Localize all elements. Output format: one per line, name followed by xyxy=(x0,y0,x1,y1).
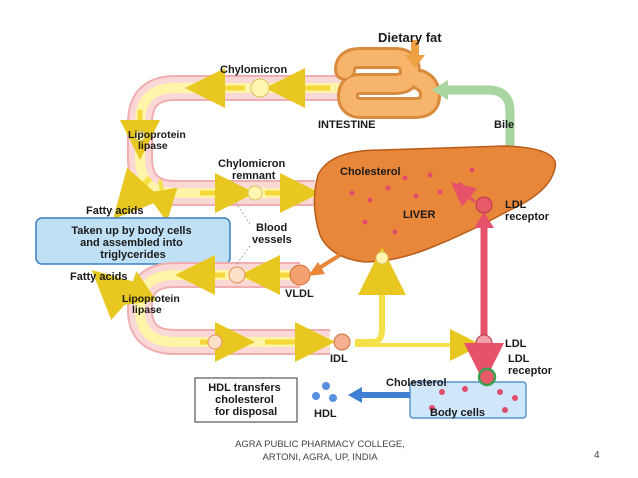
ldl-uptake-arrow xyxy=(451,182,478,207)
ldl-receptor-liver-label: LDL receptor xyxy=(505,199,550,223)
footer-college: AGRA PUBLIC PHARMACY COLLEGE, ARTONI, AG… xyxy=(232,438,408,464)
intestine xyxy=(334,47,442,119)
hdl-particle xyxy=(322,382,330,390)
vldl-particle xyxy=(289,264,311,286)
cholesterol-dot xyxy=(512,395,518,401)
fatty-acid-arrow xyxy=(91,269,144,320)
bile-arrow xyxy=(445,85,515,150)
idl-to-liver-arrow xyxy=(355,247,406,345)
cholesterol-dot xyxy=(402,175,408,181)
cholesterol-dot xyxy=(437,189,443,195)
chylomicron-remnant-particle xyxy=(247,185,263,201)
blood-vessels-leader xyxy=(235,202,251,225)
footer-line-1: AGRA PUBLIC PHARMACY COLLEGE, xyxy=(235,439,405,450)
ldl-particle xyxy=(475,334,493,352)
idl-particle xyxy=(375,251,389,265)
hdl-transfers-box xyxy=(194,377,298,423)
cholesterol-dot xyxy=(362,219,368,225)
cholesterol-dot xyxy=(469,167,475,173)
body-cells-label: Body cells xyxy=(430,407,485,419)
taken-up-label: Taken up by body cells and assembled int… xyxy=(71,225,194,261)
cholesterol-dot xyxy=(349,190,355,196)
cholesterol-dot xyxy=(427,172,433,178)
cholesterol-dot xyxy=(457,182,463,188)
cholesterol-cell-label: Cholesterol xyxy=(386,377,447,389)
fatty-acid-arrow xyxy=(145,179,178,222)
hdl-transfers-label: HDL transfers cholesterol for disposal xyxy=(208,382,284,418)
cholesterol-dot xyxy=(385,185,391,191)
hdl-label: HDL xyxy=(314,408,337,420)
cholesterol-dot xyxy=(502,407,508,413)
lipoprotein-lipase-bottom-label: Lipoprotein lipase xyxy=(122,293,183,316)
dietary-fat-label: Dietary fat xyxy=(378,30,442,45)
cholesterol-dot xyxy=(429,405,435,411)
vldl-secretion-arrow-head xyxy=(308,262,325,276)
bile-label: Bile xyxy=(494,119,514,131)
body-cells-box xyxy=(409,381,527,419)
bile-arrow-head xyxy=(432,80,448,100)
cholesterol-dot xyxy=(462,386,468,392)
cholesterol-dot xyxy=(367,197,373,203)
idl-particle xyxy=(333,333,351,351)
cholesterol-dot xyxy=(392,229,398,235)
cholesterol-liver-label: Cholesterol xyxy=(340,166,401,178)
hdl-particle xyxy=(312,392,320,400)
idl-label: IDL xyxy=(330,353,348,365)
ldl-label: LDL xyxy=(505,338,527,350)
blood-vessels-label: Blood vessels xyxy=(252,222,292,246)
idl-particle xyxy=(207,334,223,350)
fatty-acid-arrow xyxy=(113,167,163,220)
liver-label: LIVER xyxy=(403,209,435,221)
ldl-receptor-cell-label: LDL receptor xyxy=(508,353,553,377)
fatty-acid-arrow xyxy=(124,271,157,305)
vldl-particle xyxy=(228,266,246,284)
cholesterol-dot xyxy=(413,193,419,199)
hdl-arrow-head xyxy=(348,387,362,403)
chylomicron-remnant-label: Chylomicron remnant xyxy=(218,158,288,182)
fatty-acids-bottom-label: Fatty acids xyxy=(70,271,127,283)
intestine-label: INTESTINE xyxy=(318,119,375,131)
page-number: 4 xyxy=(594,450,600,461)
chylomicron-particle xyxy=(250,78,270,98)
cholesterol-dot xyxy=(497,389,503,395)
taken-up-box xyxy=(35,217,231,265)
vldl-label: VLDL xyxy=(285,288,314,300)
ldl-to-liver-arrow-head xyxy=(474,212,494,228)
cholesterol-dot xyxy=(439,389,445,395)
chylomicron-particle xyxy=(134,130,146,142)
dietary-fat-arrow-head xyxy=(405,55,425,68)
fatty-acids-top-label: Fatty acids xyxy=(86,205,143,217)
footer-line-2: ARTONI, AGRA, UP, INDIA xyxy=(262,452,378,463)
ldl-receptor-liver-particle xyxy=(475,196,493,214)
lipoprotein-lipase-top-label: Lipoprotein lipase xyxy=(128,129,189,152)
hdl-particle xyxy=(329,394,337,402)
ldl-receptor-cell-particle xyxy=(477,367,497,387)
chylomicron-label: Chylomicron xyxy=(220,64,288,76)
